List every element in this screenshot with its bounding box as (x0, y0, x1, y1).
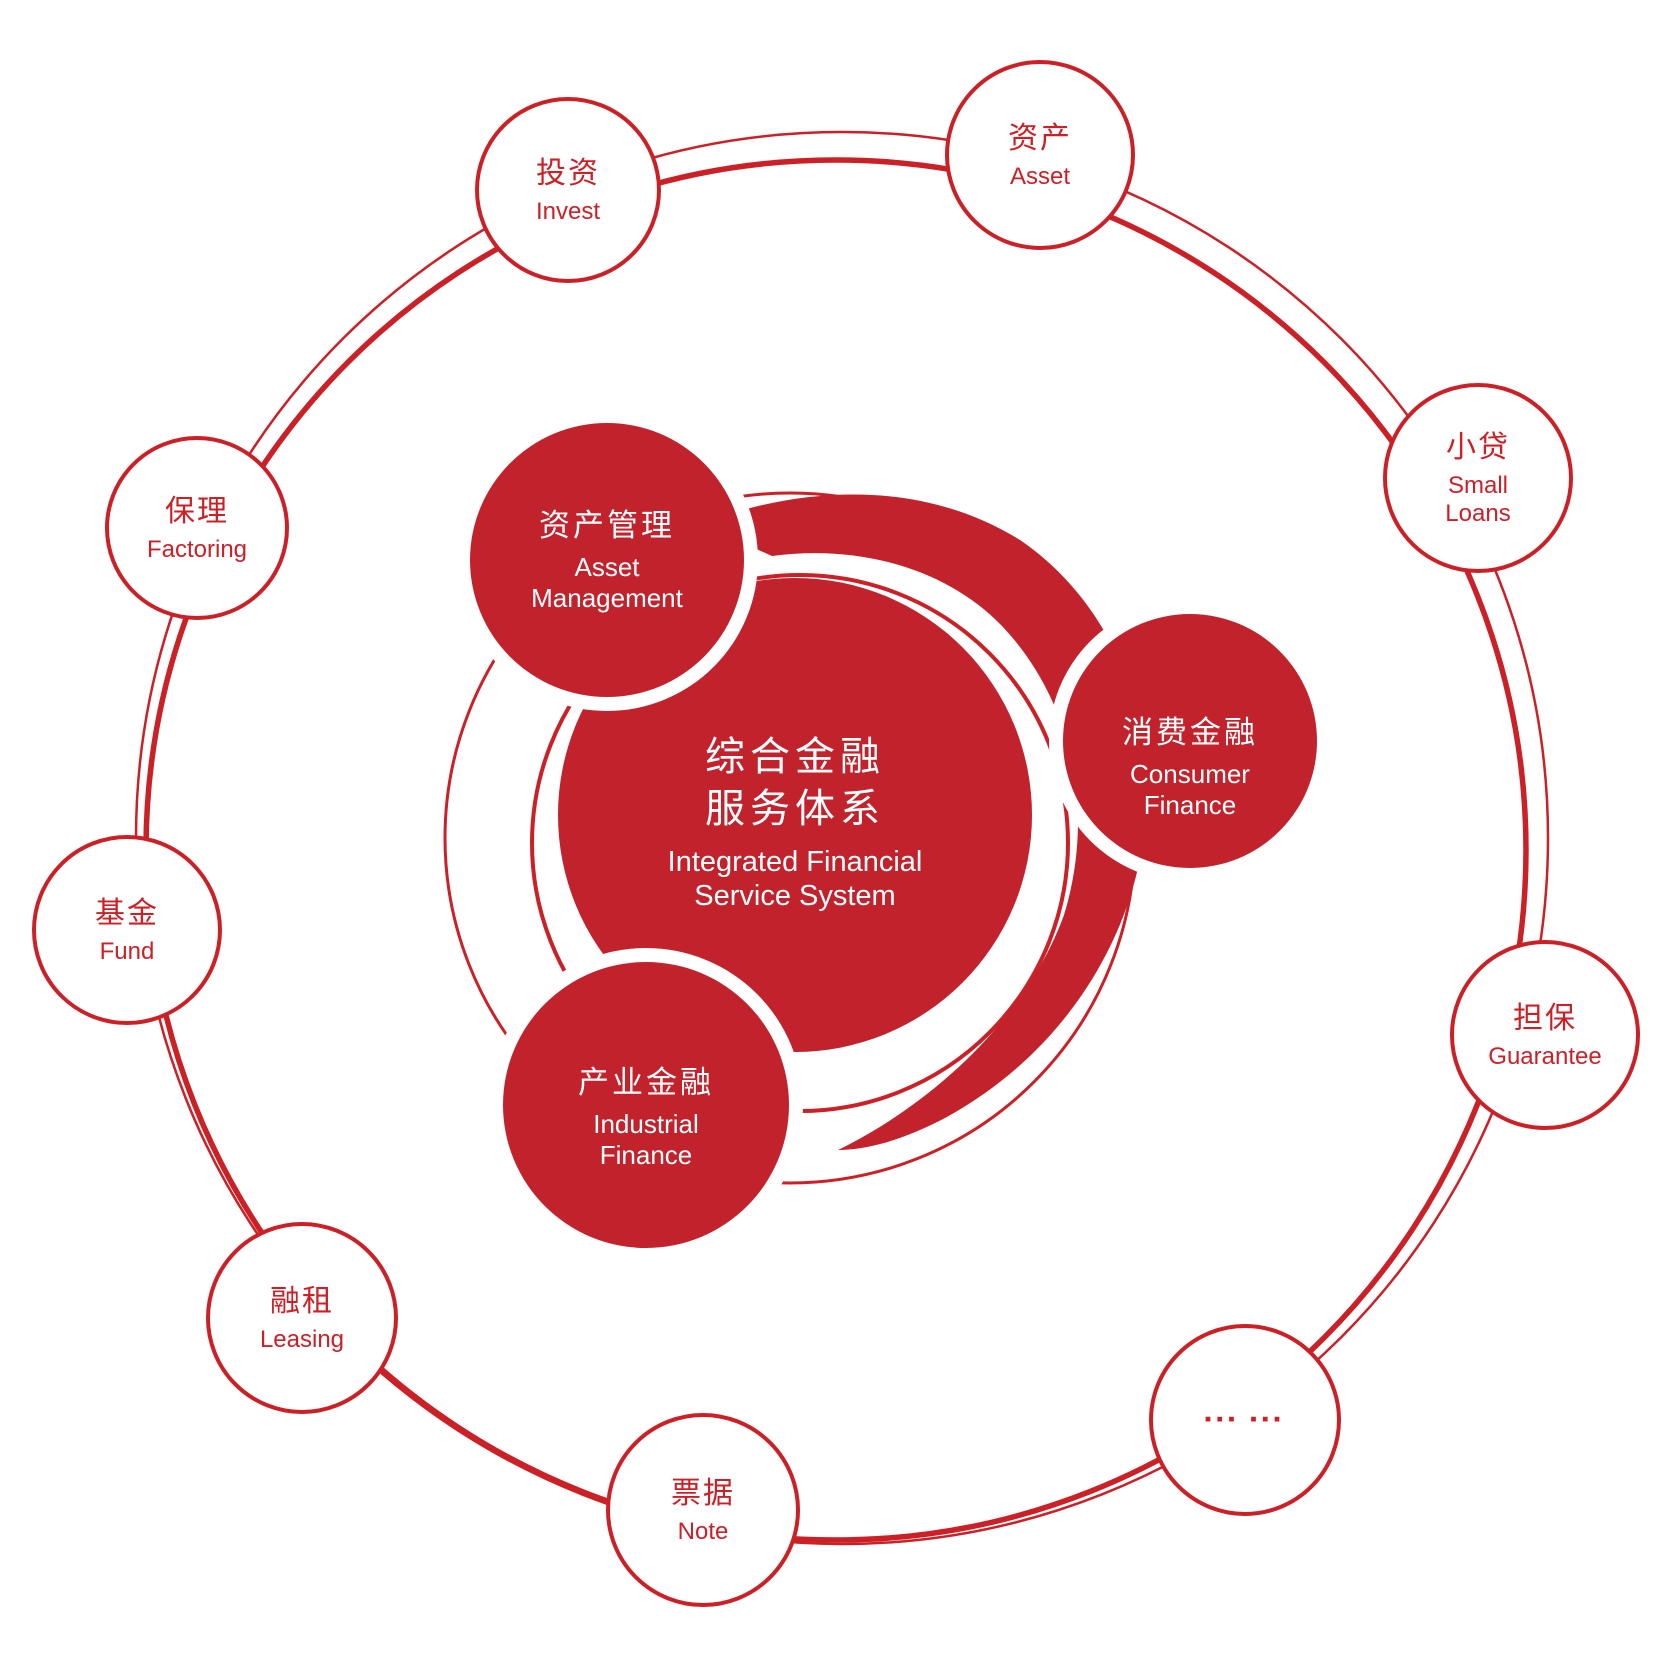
satellite-label-zh: 资产管理 (539, 508, 675, 543)
node-label-zh: 票据 (671, 1476, 735, 1510)
node-label-en: Factoring (146, 535, 248, 563)
satellite-label-zh: 消费金融 (1122, 715, 1258, 750)
swoosh-band (700, 494, 1148, 1150)
node-label-zh: 保理 (165, 494, 229, 528)
satellite-label-en: Finance (599, 1140, 693, 1170)
node-label-zh: 小贷 (1446, 430, 1510, 464)
node-label-zh: 融租 (270, 1284, 334, 1318)
node-label-zh: 担保 (1513, 1001, 1577, 1035)
inner-orbit-ring-small (530, 573, 1070, 1113)
node-circle-more: ▪▪▪ ▪▪▪ (1149, 1324, 1341, 1516)
node-label-en: Note (677, 1517, 729, 1545)
central-title-zh-line1: 综合金融 (705, 735, 885, 779)
node-label-zh: 基金 (95, 896, 159, 930)
central-title-en-line2: Service System (694, 880, 896, 912)
node-circle-leasing: 融租 Leasing (206, 1222, 398, 1414)
node-circle-note: 票据 Note (606, 1413, 800, 1607)
node-circle-guarantee: 担保 Guarantee (1450, 940, 1640, 1130)
satellite-label-zh: 产业金融 (578, 1065, 714, 1100)
node-label-dots: ▪▪▪ ▪▪▪ (1204, 1409, 1286, 1430)
node-circle-factoring: 保理 Factoring (105, 436, 289, 620)
central-title-zh-line2: 服务体系 (705, 787, 885, 831)
node-label-zh: 资产 (1008, 121, 1072, 155)
node-circle-asset: 资产 Asset (945, 60, 1135, 250)
node-circle-invest: 投资 Invest (475, 97, 661, 283)
node-label-zh: 投资 (536, 156, 600, 190)
node-label-en: Fund (99, 937, 155, 965)
satellite-label-en: Finance (1143, 790, 1237, 820)
central-title-en-line1: Integrated Financial (667, 846, 923, 878)
node-label-en: Loans (1445, 499, 1511, 527)
satellite-label-en: Consumer (1130, 759, 1250, 789)
node-circle-fund: 基金 Fund (32, 835, 222, 1025)
node-label-en: Leasing (259, 1325, 345, 1353)
node-label-en: Invest (535, 197, 601, 225)
satellite-label-en: Management (531, 583, 683, 613)
satellite-label-en: Industrial (593, 1109, 699, 1139)
node-label-en: Asset (1009, 162, 1071, 190)
node-label-en: Guarantee (1488, 1042, 1602, 1070)
satellite-label-en: Asset (574, 552, 640, 582)
node-label-en: Small (1447, 471, 1508, 499)
